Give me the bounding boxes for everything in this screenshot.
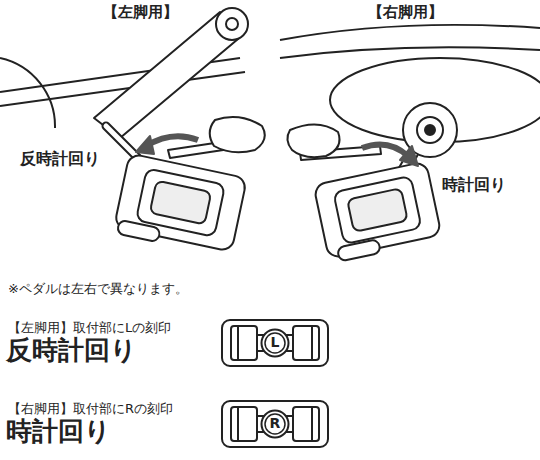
label-text: 反時計回り — [6, 335, 137, 365]
label-text: 【右脚用】 — [368, 3, 443, 21]
right-bike-illustration — [280, 25, 540, 264]
stamp-circle: R — [260, 409, 290, 439]
rotation-label: 時計回り — [442, 176, 506, 194]
panel-title: 【右脚用】 — [368, 4, 443, 21]
left-bike-illustration — [0, 8, 265, 258]
stamp-circle: L — [260, 328, 290, 358]
rotation-label: 反時計回り — [20, 150, 100, 168]
label-text: 反時計回り — [20, 149, 100, 168]
right-pedal-icon — [222, 401, 328, 447]
rotation-heading: 時計回り — [6, 417, 111, 447]
note-text: ※ペダルは左右で異なります。 — [8, 282, 188, 297]
panel-title: 【左脚用】 — [103, 4, 178, 21]
label-text: 【右脚用】取付部にRの刻印 — [8, 401, 173, 416]
stamp-letter: L — [260, 335, 290, 350]
label-text: 時計回り — [442, 175, 506, 194]
label-text: ※ペダルは左右で異なります。 — [8, 281, 188, 296]
label-text: 時計回り — [6, 416, 111, 446]
stamp-letter: R — [260, 416, 290, 431]
label-text: 【左脚用】取付部にLの刻印 — [8, 320, 171, 335]
label-text: 【左脚用】 — [103, 3, 178, 21]
mark-description: 【右脚用】取付部にRの刻印 — [8, 402, 173, 417]
mark-description: 【左脚用】取付部にLの刻印 — [8, 321, 171, 336]
left-pedal-icon — [222, 320, 328, 366]
rotation-heading: 反時計回り — [6, 336, 137, 366]
